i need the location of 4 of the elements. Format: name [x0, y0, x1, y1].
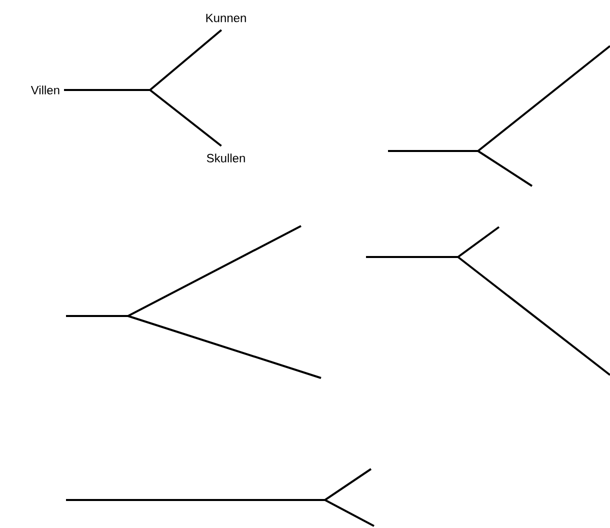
- text-label: Kunnen: [206, 14, 246, 22]
- text-label: Villen: [30, 86, 60, 94]
- text-label: Skullen: [206, 154, 245, 162]
- branch-line: [64, 89, 222, 147]
